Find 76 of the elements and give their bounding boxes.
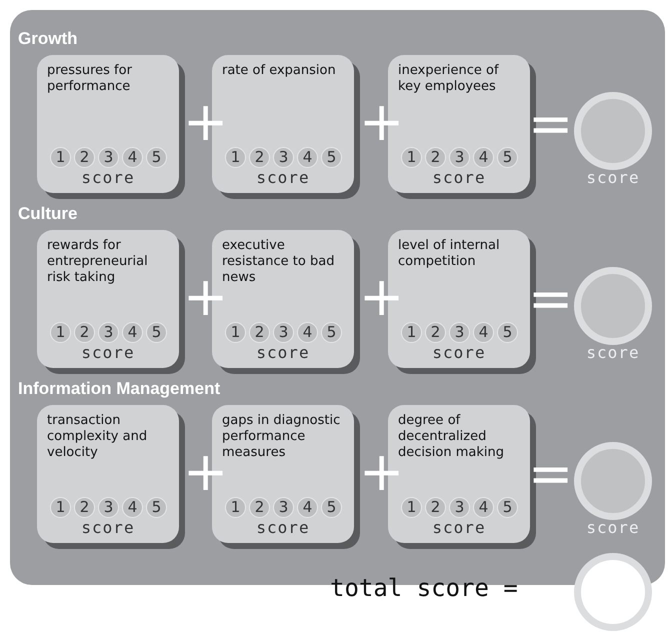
factor-title: transaction complexity and velocity [47, 413, 148, 461]
rating-number: 5 [321, 147, 342, 168]
rating-number: 4 [473, 322, 494, 343]
rating-number: 3 [273, 497, 294, 518]
factor-title: inexperience of key employees [398, 63, 500, 95]
rating-number: 5 [146, 322, 167, 343]
rating-number: 2 [425, 147, 446, 168]
rating-number: 2 [425, 322, 446, 343]
rating-number: 1 [50, 322, 71, 343]
rating-number: 3 [98, 497, 119, 518]
rating-number: 2 [74, 322, 95, 343]
rating-number: 5 [497, 497, 518, 518]
rating-number: 5 [321, 322, 342, 343]
plus-sign: + [359, 95, 404, 149]
score-caption: score [255, 343, 311, 362]
rating-number: 5 [497, 322, 518, 343]
score-caption: score [431, 518, 487, 537]
score-caption: score [585, 518, 641, 537]
rating-number: 5 [146, 147, 167, 168]
rating-number: 4 [297, 147, 318, 168]
factor-title: degree of decentralized decision making [398, 413, 505, 460]
rating-number: 2 [249, 322, 270, 343]
score-caption: score [80, 168, 136, 187]
section-heading: Information Management [18, 379, 220, 399]
factor-title: rate of expansion [222, 63, 337, 79]
rating-number: 2 [249, 147, 270, 168]
rating-number: 4 [122, 497, 143, 518]
factor-title: executive resistance to bad news [222, 238, 336, 285]
rating-number: 4 [473, 147, 494, 168]
rating-number: 2 [74, 497, 95, 518]
section-heading: Growth [18, 29, 78, 49]
rating-number: 2 [74, 147, 95, 168]
factor-title: pressures for performance [47, 63, 133, 95]
rating-number: 4 [122, 322, 143, 343]
factor-card [37, 55, 179, 193]
score-caption: score [255, 168, 311, 187]
rating-number: 2 [425, 497, 446, 518]
score-caption: score [255, 518, 311, 537]
factor-title: gaps in diagnostic performance measures [222, 413, 342, 460]
rating-number: 5 [321, 497, 342, 518]
section-heading: Culture [18, 204, 78, 224]
plus-sign: + [183, 95, 228, 149]
rating-number: 1 [225, 147, 246, 168]
rating-number: 4 [473, 497, 494, 518]
rating-number: 1 [225, 497, 246, 518]
factor-title: rewards for entrepreneurial risk taking [47, 238, 149, 286]
factor-title: level of internal competition [398, 238, 501, 270]
plus-sign: + [359, 270, 404, 324]
rating-number: 3 [449, 147, 470, 168]
rating-number: 1 [50, 147, 71, 168]
rating-number: 3 [98, 322, 119, 343]
score-caption: score [80, 343, 136, 362]
rating-number: 1 [50, 497, 71, 518]
score-caption: score [80, 518, 136, 537]
rating-number: 5 [146, 497, 167, 518]
score-caption: score [585, 343, 641, 362]
rating-number: 3 [449, 322, 470, 343]
rating-number: 3 [98, 147, 119, 168]
rating-number: 5 [497, 147, 518, 168]
rating-number: 2 [249, 497, 270, 518]
factor-card [37, 405, 179, 543]
score-caption: score [585, 168, 641, 187]
rating-number: 3 [273, 322, 294, 343]
rating-number: 4 [297, 322, 318, 343]
total-score-label: total score = [330, 574, 518, 602]
rating-number: 3 [273, 147, 294, 168]
rating-number: 1 [225, 322, 246, 343]
rating-number: 4 [122, 147, 143, 168]
rating-number: 1 [401, 322, 422, 343]
rating-number: 1 [401, 497, 422, 518]
factor-card [37, 230, 179, 368]
score-caption: score [431, 168, 487, 187]
score-caption: score [431, 343, 487, 362]
rating-number: 1 [401, 147, 422, 168]
rating-number: 4 [297, 497, 318, 518]
rating-number: 3 [449, 497, 470, 518]
